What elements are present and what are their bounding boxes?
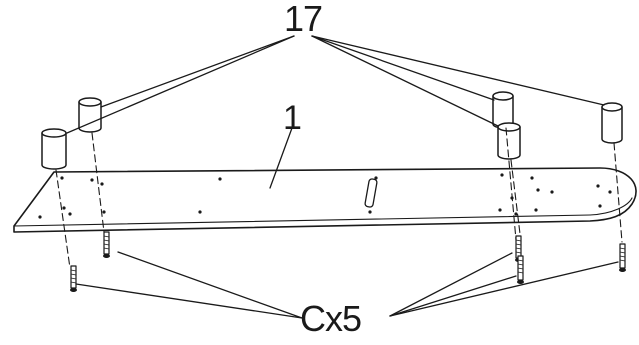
screw-5: [619, 243, 626, 272]
leader-line-board: [269, 127, 293, 189]
callout-board-label: 1: [283, 99, 302, 137]
callout-screws-label: Cx5: [300, 298, 362, 339]
board-holes: [38, 173, 612, 219]
leader-lines-screws: [75, 251, 619, 319]
foot-far-right: [601, 102, 623, 144]
screw-1: [70, 265, 77, 292]
screw-2: [103, 231, 110, 258]
foot-right-back: [492, 91, 514, 129]
foot-left-front: [41, 128, 67, 170]
foot-left-back: [78, 97, 102, 133]
callout-feet-label: 17: [284, 0, 323, 39]
base-board: [13, 167, 637, 233]
foot-right-front: [497, 122, 521, 160]
leader-lines-feet: [66, 35, 605, 134]
screw-4: [517, 255, 524, 284]
alignment-lines: [55, 127, 623, 269]
